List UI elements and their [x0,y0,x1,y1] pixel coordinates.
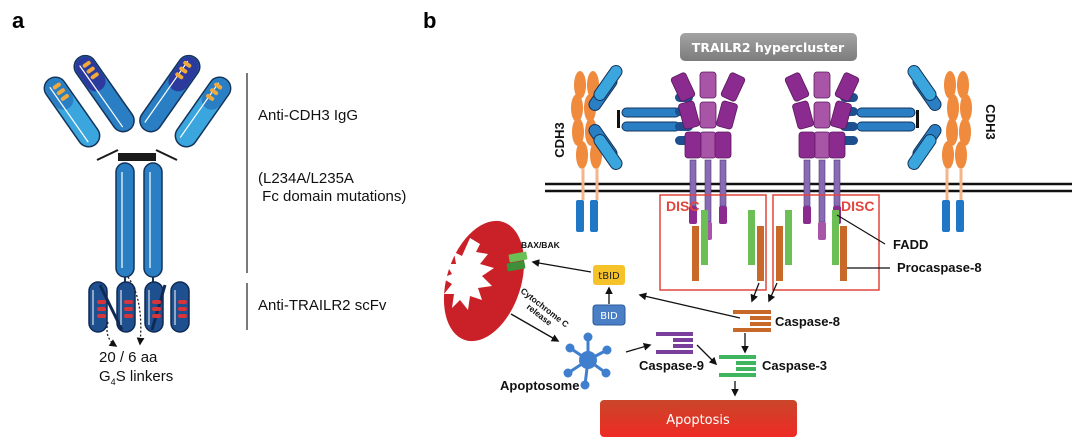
bid-label: BID [600,311,618,322]
caspase9-label: Caspase-9 [639,358,704,373]
trailr2-domain [834,72,860,102]
trailr2-death-domain [803,206,811,224]
apoptosis-label: Apoptosis [666,413,730,428]
caspase9-to-caspase3-arrow [696,344,718,366]
anti-trailr2-scfv-label: Anti-TRAILR2 scFv [258,297,387,314]
fc-mutations-label-line2: Fc domain mutations) [258,188,406,205]
trailr2-domain [792,100,814,130]
trailr2-domain [798,131,816,159]
caspase3-icon [719,355,756,377]
scfv-left [88,281,136,333]
igg-antibody-diagram [43,54,232,347]
fc-domain-left [115,162,135,278]
trailr2-domain [684,131,702,159]
trailr2-death-domain [689,206,697,224]
anti-cdh3-igg-label: Anti-CDH3 IgG [258,107,358,124]
bid-box: BID [592,304,626,326]
apoptosome-to-caspase9-arrow [625,343,652,353]
trailr2-transmembrane-stalk [719,159,727,207]
linker-label-line1: 20 / 6 aa [99,349,158,366]
disc-to-caspase8-arrow-left [750,282,760,303]
caspase8-label: Caspase-8 [775,314,840,329]
trailr2-domain [699,71,717,99]
tbid-label: tBID [598,271,620,282]
bax-bak-label: BAX/BAK [521,240,561,250]
procaspase8-bars [692,226,847,281]
tbid-to-baxbak-arrow [531,259,592,273]
trailr2-domain [716,100,738,130]
cytochrome-release-arrow [510,313,560,342]
fadd-label: FADD [893,237,928,252]
fadd-pointer [836,214,886,245]
left-heavy-chain-arm [73,54,135,133]
fc-mutations-label-line1: (L234A/L235A [258,170,354,187]
trailr2-domain [714,131,732,159]
fadd-bars [701,210,839,265]
disc-box-left [659,194,767,291]
trailr2-death-domain [719,206,727,224]
trailr2-domain [830,100,852,130]
caspase3-label: Caspase-3 [762,358,827,373]
caspase9-icon [656,332,693,354]
disc-left-label: DISC [666,198,699,214]
trailr2-domain [699,101,717,129]
bax-bak-icon [506,251,528,272]
trailr2-domain [720,72,746,102]
cdh3-right-label: CDH3 [983,104,998,139]
hinge-region [118,153,156,161]
left-light-chain [43,76,101,148]
linker-arrow-6aa [127,276,145,346]
trailr2-domain [784,72,810,102]
trailr2-domain [699,131,717,159]
right-heavy-chain-arm [139,54,201,133]
trailr2-domain [813,101,831,129]
trailr2-transmembrane-stalk [833,159,841,207]
trailr2-domain [828,131,846,159]
trailr2-death-domain [818,222,826,240]
mitochondrion-icon [442,220,525,342]
hypercluster-badge: TRAILR2 hypercluster [680,33,857,61]
fc-domain-right [143,162,163,278]
trailr2-transmembrane-stalk [818,159,826,223]
caspase8-to-bid-arrow [638,292,741,319]
caspase8-icon [733,310,771,332]
trailr2-domain [670,72,696,102]
panel-b-letter: b [423,8,436,33]
apoptosome-icon [563,332,612,390]
cdh3-left-label: CDH3 [552,122,567,157]
panel-a-letter: a [12,8,25,33]
apoptosis-box: Apoptosis [600,400,797,437]
bispecific-right [840,65,942,170]
tbid-box: tBID [593,265,625,285]
disc-box-right [772,194,880,291]
linker-arrow-20aa [106,321,118,347]
trailr2-domain [678,100,700,130]
trailr2-transmembrane-stalk [803,159,811,207]
scfv-right [144,281,190,333]
linker-label-line2: G4S linkers [99,368,173,387]
trailr2-receptors [670,71,860,240]
trailr2-domain [813,71,831,99]
apoptosome-label: Apoptosome [500,378,579,393]
trailr2-domain [813,131,831,159]
procaspase8-label: Procaspase-8 [897,260,982,275]
cdh3-right [942,71,972,232]
disc-to-caspase8-arrow-right [767,282,778,303]
hypercluster-label: TRAILR2 hypercluster [692,40,845,55]
right-light-chain [174,76,232,148]
disc-right-label: DISC [841,198,874,214]
